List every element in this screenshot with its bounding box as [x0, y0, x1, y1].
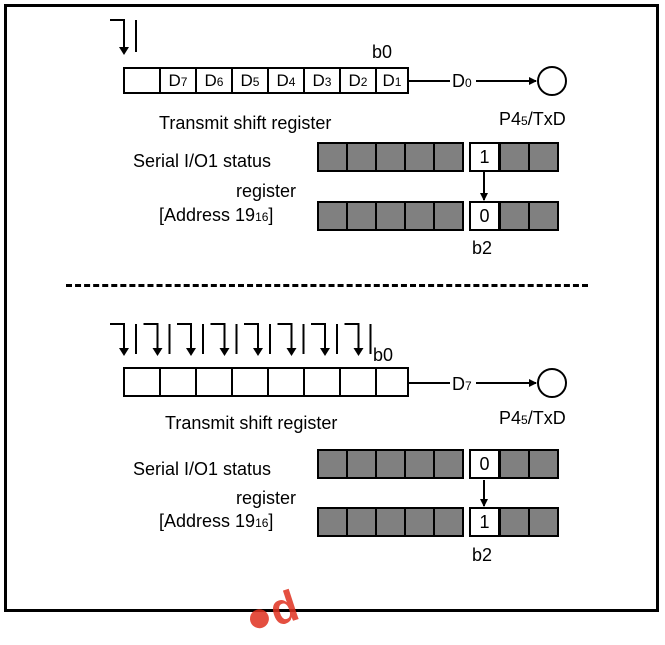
register-caption: Transmit shift register — [165, 413, 338, 433]
b0-label: b0 — [373, 345, 394, 365]
status-bit-b5 — [375, 201, 406, 231]
clock-arrow-head — [186, 348, 196, 356]
status-bit-b3 — [433, 507, 464, 537]
status-bit-b0 — [528, 507, 559, 537]
shift-cell-blank — [123, 67, 161, 94]
status-label-line2: register — [236, 181, 297, 201]
pin-label: P45/TxD — [499, 109, 566, 129]
clock-train-heads — [119, 348, 364, 356]
clock-arrow-head — [253, 348, 263, 356]
status-bit-b5 — [375, 142, 406, 172]
clock-arrow-head — [219, 348, 230, 356]
clock-pulse-train — [110, 323, 372, 354]
output-bit-label: D7 — [452, 374, 472, 394]
shift-cell — [375, 367, 409, 397]
status-label-line2: register — [236, 488, 297, 508]
connector-overlay — [110, 19, 537, 507]
output-bit-label: D0 — [452, 71, 472, 91]
status-bit-b2-after: 0 — [469, 201, 500, 231]
shift-cell-d2: D2 — [339, 67, 377, 94]
status-bit-b2-before: 0 — [469, 449, 500, 479]
status-bit-b3 — [433, 201, 464, 231]
clock-arrow-head — [119, 348, 129, 356]
status-bit-b0 — [528, 142, 559, 172]
clock-train — [110, 323, 372, 354]
b2-label: b2 — [472, 545, 493, 565]
register-caption: Transmit shift register — [159, 113, 332, 133]
status-bit-b3 — [433, 142, 464, 172]
shift-cell — [339, 367, 377, 397]
status-label-line3: [Address 1916] — [159, 511, 274, 531]
shift-cell — [231, 367, 269, 397]
section-divider — [66, 284, 588, 287]
status-label-line1: Serial I/O1 status — [133, 459, 272, 479]
clock-arrow-head — [320, 348, 330, 356]
clock-arrow-head — [353, 348, 364, 356]
status-label-line3: [Address 1916] — [159, 205, 274, 225]
status-bit-b5 — [375, 507, 406, 537]
clock-pulse — [110, 19, 125, 52]
clock-arrow-head — [152, 348, 163, 356]
status-bit-b0 — [528, 201, 559, 231]
shift-cell-d3: D3 — [303, 67, 341, 94]
shift-cell-d1: D1 — [375, 67, 409, 94]
status-label-line1: Serial I/O1 status — [133, 151, 272, 171]
b2-label: b2 — [472, 238, 493, 258]
pin-label: P45/TxD — [499, 408, 566, 428]
shift-cell-d7: D7 — [159, 67, 197, 94]
shift-cell — [303, 367, 341, 397]
txd-pin-circle — [537, 368, 567, 398]
shift-cell-d4: D4 — [267, 67, 305, 94]
clock-arrow-head — [286, 348, 297, 356]
b0-label: b0 — [372, 42, 393, 62]
status-bit-b5 — [375, 449, 406, 479]
shift-cell-d6: D6 — [195, 67, 233, 94]
txd-pin-circle — [537, 66, 567, 96]
status-bit-b7 — [317, 507, 348, 537]
status-bit-b1 — [499, 201, 530, 231]
status-bit-b0 — [528, 449, 559, 479]
shift-cell — [267, 367, 305, 397]
status-bit-b7 — [317, 449, 348, 479]
clock-arrow-head — [119, 47, 129, 55]
status-bit-b2-before: 1 — [469, 142, 500, 172]
status-bit-b3 — [433, 449, 464, 479]
